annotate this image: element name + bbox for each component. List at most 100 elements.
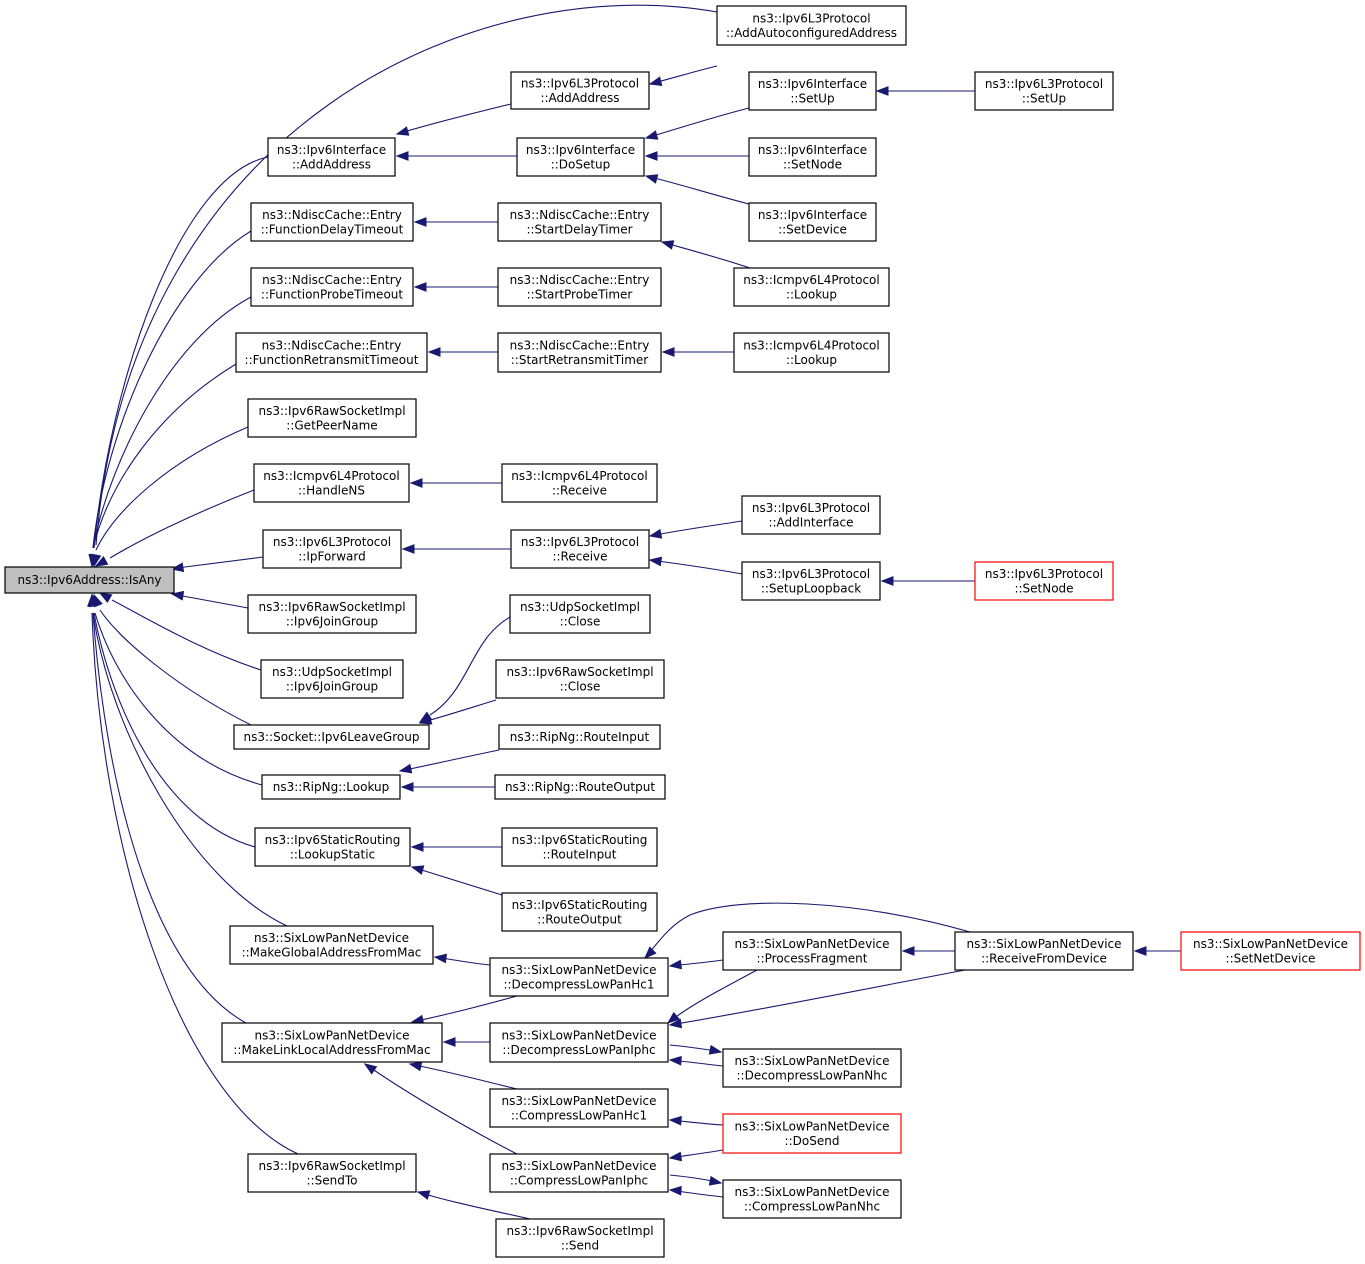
node-sl_mkglobal[interactable]: ns3::SixLowPanNetDevice::MakeGlobalAddre…: [229, 925, 434, 965]
node-isany[interactable]: ns3::Ipv6Address::IsAny: [4, 566, 175, 594]
node-rip_routein[interactable]: ns3::RipNg::RouteInput: [498, 724, 661, 750]
node-if_dosetup[interactable]: ns3::Ipv6Interface::DoSetup: [516, 137, 645, 177]
node-box[interactable]: [489, 957, 669, 997]
node-box[interactable]: [250, 267, 414, 307]
node-box[interactable]: [489, 1153, 669, 1193]
node-l3_receive[interactable]: ns3::Ipv6L3Protocol::Receive: [510, 529, 650, 569]
node-box[interactable]: [253, 463, 410, 503]
node-box[interactable]: [260, 659, 404, 699]
node-nd_sdelay[interactable]: ns3::NdiscCache::Entry::StartDelayTimer: [497, 202, 662, 242]
node-l3_addaddress[interactable]: ns3::Ipv6L3Protocol::AddAddress: [510, 71, 650, 110]
node-box[interactable]: [247, 398, 417, 438]
node-sl_deciphc[interactable]: ns3::SixLowPanNetDevice::DecompressLowPa…: [489, 1022, 669, 1063]
node-box[interactable]: [1180, 931, 1361, 971]
node-icmp_receive[interactable]: ns3::Icmpv6L4Protocol::Receive: [501, 463, 658, 503]
node-l3_ipforward[interactable]: ns3::Ipv6L3Protocol::IpForward: [262, 529, 402, 569]
node-box[interactable]: [510, 529, 650, 569]
node-box[interactable]: [722, 1113, 902, 1154]
node-box[interactable]: [741, 561, 881, 601]
node-box[interactable]: [501, 463, 658, 503]
node-raw_close[interactable]: ns3::Ipv6RawSocketImpl::Close: [495, 659, 665, 699]
node-udp_joingroup[interactable]: ns3::UdpSocketImpl::Ipv6JoinGroup: [260, 659, 404, 699]
node-box[interactable]: [261, 774, 401, 800]
node-sl_comphc1[interactable]: ns3::SixLowPanNetDevice::CompressLowPanH…: [489, 1088, 669, 1128]
node-rip_routeout[interactable]: ns3::RipNg::RouteOutput: [494, 774, 666, 800]
node-l3_setup[interactable]: ns3::Ipv6L3Protocol::SetUp: [974, 71, 1114, 111]
node-box[interactable]: [497, 267, 662, 307]
node-sl_dosend[interactable]: ns3::SixLowPanNetDevice::DoSend: [722, 1113, 902, 1154]
node-box[interactable]: [741, 495, 881, 535]
node-box[interactable]: [254, 827, 411, 867]
node-box[interactable]: [495, 1218, 665, 1258]
node-nd_fprobe[interactable]: ns3::NdiscCache::Entry::FunctionProbeTim…: [250, 267, 414, 307]
node-box[interactable]: [733, 267, 890, 307]
node-box[interactable]: [498, 724, 661, 750]
node-sl_setnetdev[interactable]: ns3::SixLowPanNetDevice::SetNetDevice: [1180, 931, 1361, 971]
node-sl_compnhc[interactable]: ns3::SixLowPanNetDevice::CompressLowPanN…: [722, 1179, 902, 1219]
node-sl_compiphc[interactable]: ns3::SixLowPanNetDevice::CompressLowPanI…: [489, 1153, 669, 1193]
node-box[interactable]: [501, 892, 658, 932]
node-box[interactable]: [954, 931, 1134, 971]
node-raw_getpeer[interactable]: ns3::Ipv6RawSocketImpl::GetPeerName: [247, 398, 417, 438]
node-icmp_lookup2[interactable]: ns3::Icmpv6L4Protocol::Lookup: [733, 332, 890, 373]
node-box[interactable]: [489, 1022, 669, 1063]
node-box[interactable]: [4, 566, 175, 594]
node-box[interactable]: [516, 137, 645, 177]
node-rip_lookup[interactable]: ns3::RipNg::Lookup: [261, 774, 401, 800]
node-box[interactable]: [974, 561, 1114, 601]
node-sl_dechc1[interactable]: ns3::SixLowPanNetDevice::DecompressLowPa…: [489, 957, 669, 997]
node-raw_sendto[interactable]: ns3::Ipv6RawSocketImpl::SendTo: [247, 1153, 417, 1193]
node-box[interactable]: [250, 202, 414, 242]
node-box[interactable]: [974, 71, 1114, 111]
node-icmp_lookup1[interactable]: ns3::Icmpv6L4Protocol::Lookup: [733, 267, 890, 307]
node-box[interactable]: [494, 774, 666, 800]
node-sock_leave[interactable]: ns3::Socket::Ipv6LeaveGroup: [233, 724, 430, 750]
node-sr_routein[interactable]: ns3::Ipv6StaticRouting::RouteInput: [501, 827, 658, 867]
node-box[interactable]: [267, 137, 396, 177]
node-nd_sprobe[interactable]: ns3::NdiscCache::Entry::StartProbeTimer: [497, 267, 662, 307]
node-box[interactable]: [233, 724, 430, 750]
node-box[interactable]: [497, 202, 662, 242]
node-nd_fdelay[interactable]: ns3::NdiscCache::Entry::FunctionDelayTim…: [250, 202, 414, 242]
node-box[interactable]: [748, 71, 877, 111]
node-box[interactable]: [716, 5, 907, 46]
node-box[interactable]: [247, 594, 417, 634]
node-l3_setuploop[interactable]: ns3::Ipv6L3Protocol::SetupLoopback: [741, 561, 881, 601]
node-box[interactable]: [229, 925, 434, 965]
node-box[interactable]: [748, 137, 877, 177]
node-box[interactable]: [262, 529, 402, 569]
node-box[interactable]: [495, 659, 665, 699]
node-box[interactable]: [722, 1048, 902, 1088]
node-if_setnode[interactable]: ns3::Ipv6Interface::SetNode: [748, 137, 877, 177]
node-raw_send[interactable]: ns3::Ipv6RawSocketImpl::Send: [495, 1218, 665, 1258]
node-sr_routeout[interactable]: ns3::Ipv6StaticRouting::RouteOutput: [501, 892, 658, 932]
node-if_setup[interactable]: ns3::Ipv6Interface::SetUp: [748, 71, 877, 111]
node-sl_decnhc[interactable]: ns3::SixLowPanNetDevice::DecompressLowPa…: [722, 1048, 902, 1088]
node-sr_lookup[interactable]: ns3::Ipv6StaticRouting::LookupStatic: [254, 827, 411, 867]
node-box[interactable]: [489, 1088, 669, 1128]
node-box[interactable]: [722, 931, 902, 971]
node-box[interactable]: [509, 594, 651, 634]
node-box[interactable]: [733, 332, 890, 373]
node-box[interactable]: [722, 1179, 902, 1219]
node-box[interactable]: [501, 827, 658, 867]
node-box[interactable]: [247, 1153, 417, 1193]
node-box[interactable]: [235, 332, 428, 373]
node-box[interactable]: [221, 1022, 443, 1063]
node-l3_addiface[interactable]: ns3::Ipv6L3Protocol::AddInterface: [741, 495, 881, 535]
node-l3_setnode[interactable]: ns3::Ipv6L3Protocol::SetNode: [974, 561, 1114, 601]
node-box[interactable]: [497, 332, 662, 373]
node-sl_mklink[interactable]: ns3::SixLowPanNetDevice::MakeLinkLocalAd…: [221, 1022, 443, 1063]
node-sl_procfrag[interactable]: ns3::SixLowPanNetDevice::ProcessFragment: [722, 931, 902, 971]
node-udp_close[interactable]: ns3::UdpSocketImpl::Close: [509, 594, 651, 634]
node-icmp_handlens[interactable]: ns3::Icmpv6L4Protocol::HandleNS: [253, 463, 410, 503]
node-raw_joingroup[interactable]: ns3::Ipv6RawSocketImpl::Ipv6JoinGroup: [247, 594, 417, 634]
node-if_addaddress[interactable]: ns3::Ipv6Interface::AddAddress: [267, 137, 396, 177]
node-if_setdevice[interactable]: ns3::Ipv6Interface::SetDevice: [748, 202, 877, 242]
node-sl_recvdev[interactable]: ns3::SixLowPanNetDevice::ReceiveFromDevi…: [954, 931, 1134, 971]
node-box[interactable]: [510, 71, 650, 110]
node-nd_sretrans[interactable]: ns3::NdiscCache::Entry::StartRetransmitT…: [497, 332, 662, 373]
node-box[interactable]: [748, 202, 877, 242]
node-nd_fretrans[interactable]: ns3::NdiscCache::Entry::FunctionRetransm…: [235, 332, 428, 373]
node-l3_addauto[interactable]: ns3::Ipv6L3Protocol::AddAutoconfiguredAd…: [716, 5, 907, 46]
